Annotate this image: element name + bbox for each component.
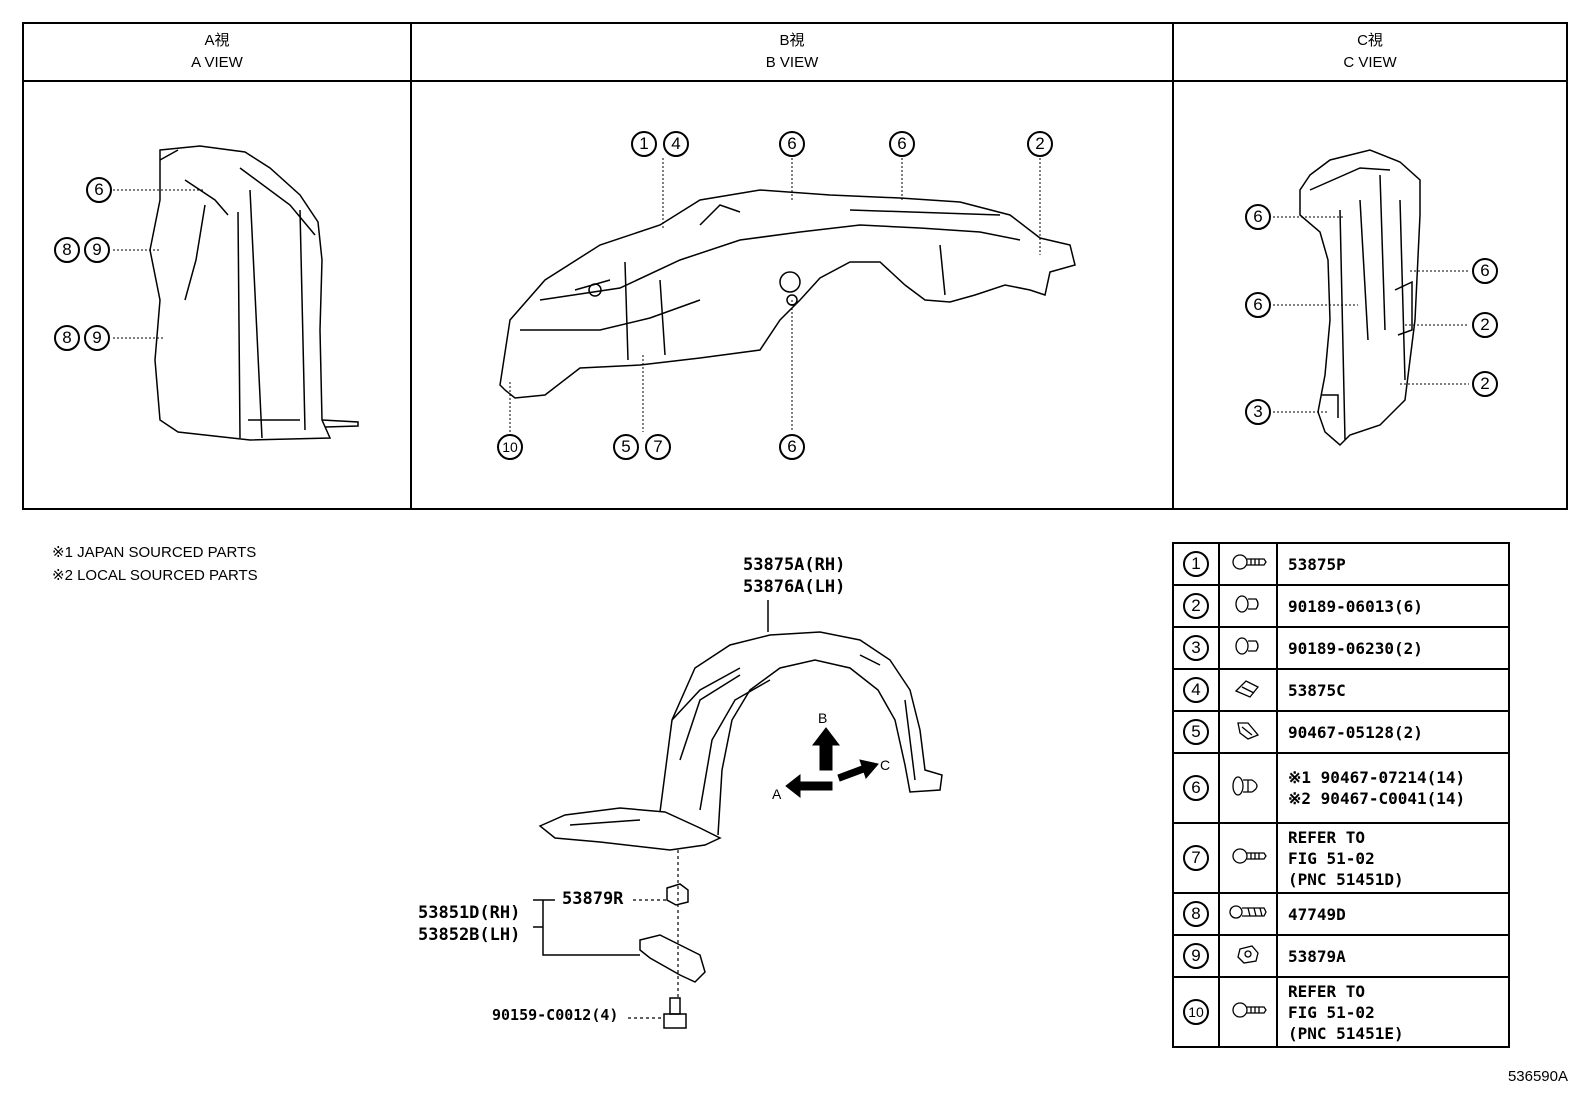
legend-part-5: 90467-05128(2) bbox=[1276, 710, 1510, 754]
arrow-label-c: C bbox=[880, 757, 891, 773]
arrow-label-b: B bbox=[818, 710, 828, 726]
nut-clip-icon bbox=[1237, 944, 1259, 964]
legend-row: 6 ※1 90467-07214(14)※2 90467-C0041(14) bbox=[1172, 752, 1510, 824]
b-view-callout-6-a: 6 bbox=[779, 131, 805, 157]
parts-legend-table: 1 53875P 2 90189-06013(6) 3 90189-06230(… bbox=[1172, 542, 1510, 1048]
legend-num-4: 4 bbox=[1183, 677, 1209, 703]
legend-row: 8 47749D bbox=[1172, 892, 1510, 936]
legend-part-8: 47749D bbox=[1276, 892, 1510, 936]
a-view-callout-9-lower: 9 bbox=[84, 325, 110, 351]
b-view-title-jp: B視 bbox=[779, 32, 805, 49]
legend-row: 1 53875P bbox=[1172, 542, 1510, 586]
a-view-title-jp: A視 bbox=[204, 32, 230, 49]
legend-row: 3 90189-06230(2) bbox=[1172, 626, 1510, 670]
c-view-callout-6-c: 6 bbox=[1472, 258, 1498, 284]
b-view-title-en: B VIEW bbox=[765, 54, 819, 71]
legend-part-1: 53875P bbox=[1276, 542, 1510, 586]
legend-part-9: 53879A bbox=[1276, 934, 1510, 978]
a-view-callout-6: 6 bbox=[86, 177, 112, 203]
legend-num-10: 10 bbox=[1183, 999, 1209, 1025]
legend-row: 2 90189-06013(6) bbox=[1172, 584, 1510, 628]
arrow-label-a: A bbox=[772, 786, 782, 802]
part-label-53879r: 53879R bbox=[562, 889, 624, 909]
screw-clip-icon bbox=[1232, 553, 1267, 570]
push-clip-icon bbox=[1235, 636, 1259, 655]
legend-part-6: ※1 90467-07214(14)※2 90467-C0041(14) bbox=[1276, 752, 1510, 824]
figure-id: 536590A bbox=[1507, 1068, 1568, 1085]
legend-part-3: 90189-06230(2) bbox=[1276, 626, 1510, 670]
b-view-callout-2: 2 bbox=[1027, 131, 1053, 157]
legend-num-2: 2 bbox=[1183, 593, 1209, 619]
push-clip-icon bbox=[1235, 594, 1259, 613]
part-label-53851d-rh: 53851D(RH) bbox=[418, 903, 521, 923]
legend-num-3: 3 bbox=[1183, 635, 1209, 661]
grommet-icon bbox=[1229, 904, 1267, 919]
b-view-panel: B視 B VIEW bbox=[412, 24, 1174, 508]
b-view-callout-6-c: 6 bbox=[779, 434, 805, 460]
legend-num-7: 7 bbox=[1183, 845, 1209, 871]
part-label-53875a-rh: 53875A(RH) bbox=[743, 555, 846, 575]
views-frame: A視 A VIEW B視 B VIEW C視 C VIEW bbox=[22, 22, 1568, 510]
b-view-callout-7: 7 bbox=[645, 434, 671, 460]
legend-part-2: 90189-06013(6) bbox=[1276, 584, 1510, 628]
source-notes: ※1 JAPAN SOURCED PARTS ※2 LOCAL SOURCED … bbox=[52, 541, 258, 587]
screw-clip-icon bbox=[1232, 847, 1267, 864]
note-local-sourced: ※2 LOCAL SOURCED PARTS bbox=[52, 567, 258, 584]
b-view-callout-4: 4 bbox=[663, 131, 689, 157]
a-view-panel: A視 A VIEW bbox=[24, 24, 412, 508]
c-view-title-jp: C視 bbox=[1357, 32, 1383, 49]
part-label-53876a-lh: 53876A(LH) bbox=[743, 577, 846, 597]
b-view-callout-6-b: 6 bbox=[889, 131, 915, 157]
c-view-callout-2-b: 2 bbox=[1472, 371, 1498, 397]
c-view-header: C視 C VIEW bbox=[1174, 24, 1566, 82]
c-view-title-en: C VIEW bbox=[1343, 54, 1397, 71]
spring-nut-icon bbox=[1237, 721, 1260, 740]
part-label-90159-c0012: 90159-C0012(4) bbox=[492, 1006, 619, 1024]
legend-num-1: 1 bbox=[1183, 551, 1209, 577]
legend-row: 4 53875C bbox=[1172, 668, 1510, 712]
legend-num-9: 9 bbox=[1183, 943, 1209, 969]
screw-clip-icon bbox=[1232, 1001, 1267, 1018]
c-view-callout-6-b: 6 bbox=[1245, 292, 1271, 318]
b-view-callout-10: 10 bbox=[497, 434, 523, 460]
a-view-header: A視 A VIEW bbox=[24, 24, 410, 82]
b-view-header: B視 B VIEW bbox=[412, 24, 1172, 82]
spring-nut-icon bbox=[1234, 679, 1260, 698]
legend-part-4: 53875C bbox=[1276, 668, 1510, 712]
legend-row: 5 90467-05128(2) bbox=[1172, 710, 1510, 754]
a-view-callout-8: 8 bbox=[54, 237, 80, 263]
rivet-clip-icon bbox=[1232, 775, 1258, 796]
c-view-callout-3: 3 bbox=[1245, 399, 1271, 425]
c-view-panel: C視 C VIEW bbox=[1174, 24, 1566, 508]
a-view-callout-8-lower: 8 bbox=[54, 325, 80, 351]
legend-num-6: 6 bbox=[1183, 775, 1209, 801]
b-view-callout-1: 1 bbox=[631, 131, 657, 157]
c-view-callout-6-a: 6 bbox=[1245, 204, 1271, 230]
a-view-callout-9: 9 bbox=[84, 237, 110, 263]
note-japan-sourced: ※1 JAPAN SOURCED PARTS bbox=[52, 544, 257, 561]
c-view-callout-2-a: 2 bbox=[1472, 312, 1498, 338]
legend-row: 9 53879A bbox=[1172, 934, 1510, 978]
part-label-53852b-lh: 53852B(LH) bbox=[418, 925, 521, 945]
legend-num-8: 8 bbox=[1183, 901, 1209, 927]
legend-num-5: 5 bbox=[1183, 719, 1209, 745]
b-view-callout-5: 5 bbox=[613, 434, 639, 460]
a-view-title-en: A VIEW bbox=[191, 54, 243, 71]
